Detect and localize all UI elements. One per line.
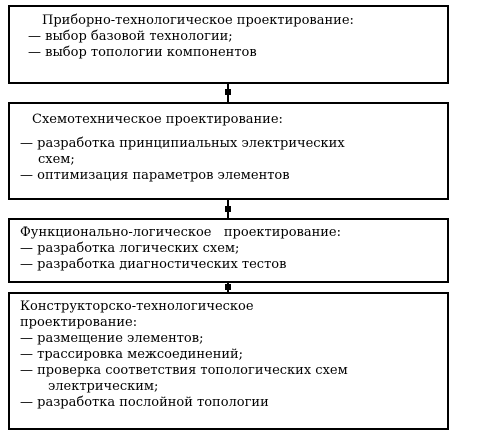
stage-box-design-technology: Конструкторско-технологическое проектиро… [8,292,449,430]
stage-item: схем; [38,152,75,167]
stage-title: Приборно-технологическое проектирование: [42,13,354,28]
stage-item: — выбор базовой технологии; [28,29,233,44]
connector-dot [225,206,231,212]
connector-dot [225,284,231,290]
spacer [20,128,437,136]
stage-item: — разработка диагностических тестов [20,257,287,272]
connector-dot [225,89,231,95]
stage-item: — оптимизация параметров элементов [20,168,290,183]
stage-item: — разработка принципиальных электрически… [20,136,345,151]
stage-box-functional-logic: Функционально-логическое проектирование:… [8,218,449,283]
stage-box-circuit-design: Схемотехническое проектирование: — разра… [8,102,449,200]
stage-box-device-technology: Приборно-технологическое проектирование:… [8,5,449,84]
stage-item: — проверка соответствия топологических с… [20,363,348,378]
stage-title: Схемотехническое проектирование: [32,112,283,127]
stage-title: Конструкторско-технологическое [20,299,254,314]
stage-item: электрическим; [48,379,159,394]
stage-item: — разработка логических схем; [20,241,240,256]
stage-item: — размещение элементов; [20,331,204,346]
stage-item: — трассировка межсоединений; [20,347,244,362]
stage-title-continued: проектирование: [20,315,138,330]
stage-item: — выбор топологии компонентов [28,45,257,60]
stage-title: Функционально-логическое проектирование: [20,225,341,240]
stage-item: — разработка послойной топологии [20,395,269,410]
